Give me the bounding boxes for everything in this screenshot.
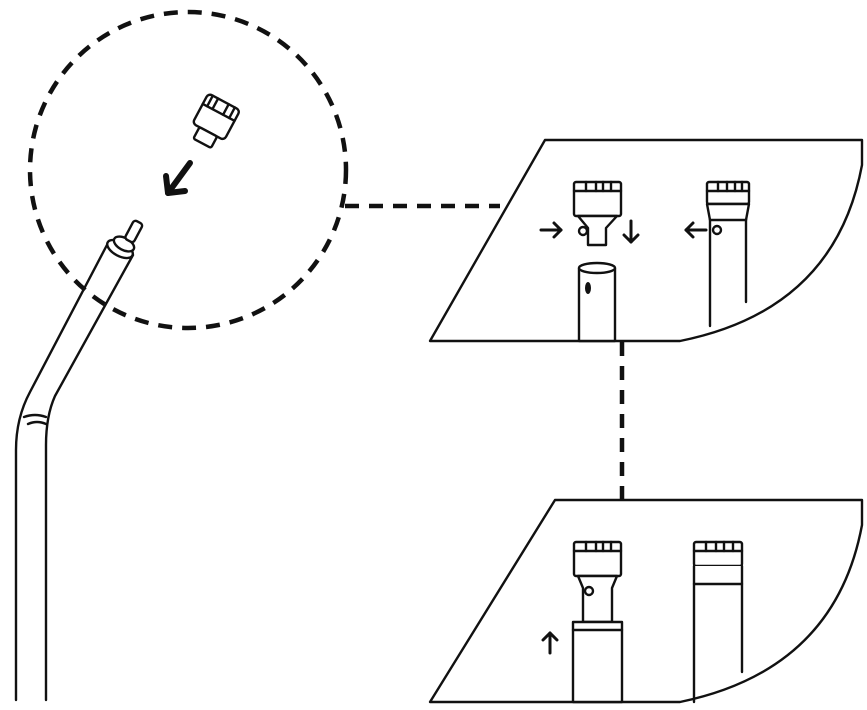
left-arrow-icon [684,221,708,239]
down-arrow-icon [622,219,640,244]
tube-with-hole-icon [577,261,617,343]
cap-on-tube-icon [571,540,624,704]
assembled-tube-bottom-icon [692,540,744,704]
assembled-tube-icon [705,180,751,328]
bent-pole-icon [14,219,144,702]
up-arrow-icon [541,631,559,655]
detail-panel-top [428,138,864,343]
detail-panel-bottom [428,498,864,704]
down-left-arrow-icon [163,160,193,196]
slotted-cap-icon [192,93,240,149]
cap-with-pin-icon [572,180,623,247]
magnifier-circle [27,9,349,331]
right-arrow-icon [539,221,563,239]
